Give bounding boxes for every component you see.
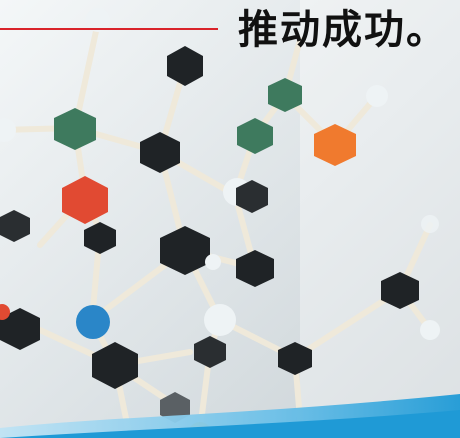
atom-green-1	[54, 108, 96, 150]
atom-white-far-right-top	[421, 215, 439, 233]
atom-black-10	[278, 342, 312, 375]
atom-orange-1	[314, 124, 356, 166]
headline: 推动成功。	[238, 7, 448, 53]
atom-black-11	[381, 272, 419, 309]
atom-black-4	[236, 180, 268, 213]
atom-red-1	[62, 176, 108, 224]
atom-black-2	[140, 132, 180, 173]
atom-white-small	[205, 254, 221, 270]
atom-black-1	[167, 46, 203, 86]
atom-black-3	[84, 222, 116, 254]
atom-white-far-right	[420, 320, 440, 340]
blue-wave-decoration	[0, 394, 460, 438]
atom-green-3	[237, 118, 273, 154]
atom-black-6	[236, 250, 274, 287]
molecule-bonds	[0, 19, 433, 438]
atom-black-9	[194, 336, 226, 368]
atom-black-8	[92, 342, 138, 389]
atom-white-top	[86, 8, 110, 32]
atom-red-left	[0, 304, 10, 320]
atom-black-7	[0, 308, 40, 350]
atom-black-left	[0, 210, 30, 242]
atom-black-5	[160, 226, 210, 275]
atom-white-center	[204, 304, 236, 336]
atom-white-right	[366, 85, 388, 107]
atom-green-2	[268, 78, 302, 112]
headline-accent-rule	[0, 28, 218, 30]
atom-white-left	[0, 118, 16, 142]
atom-blue-1	[76, 305, 110, 339]
